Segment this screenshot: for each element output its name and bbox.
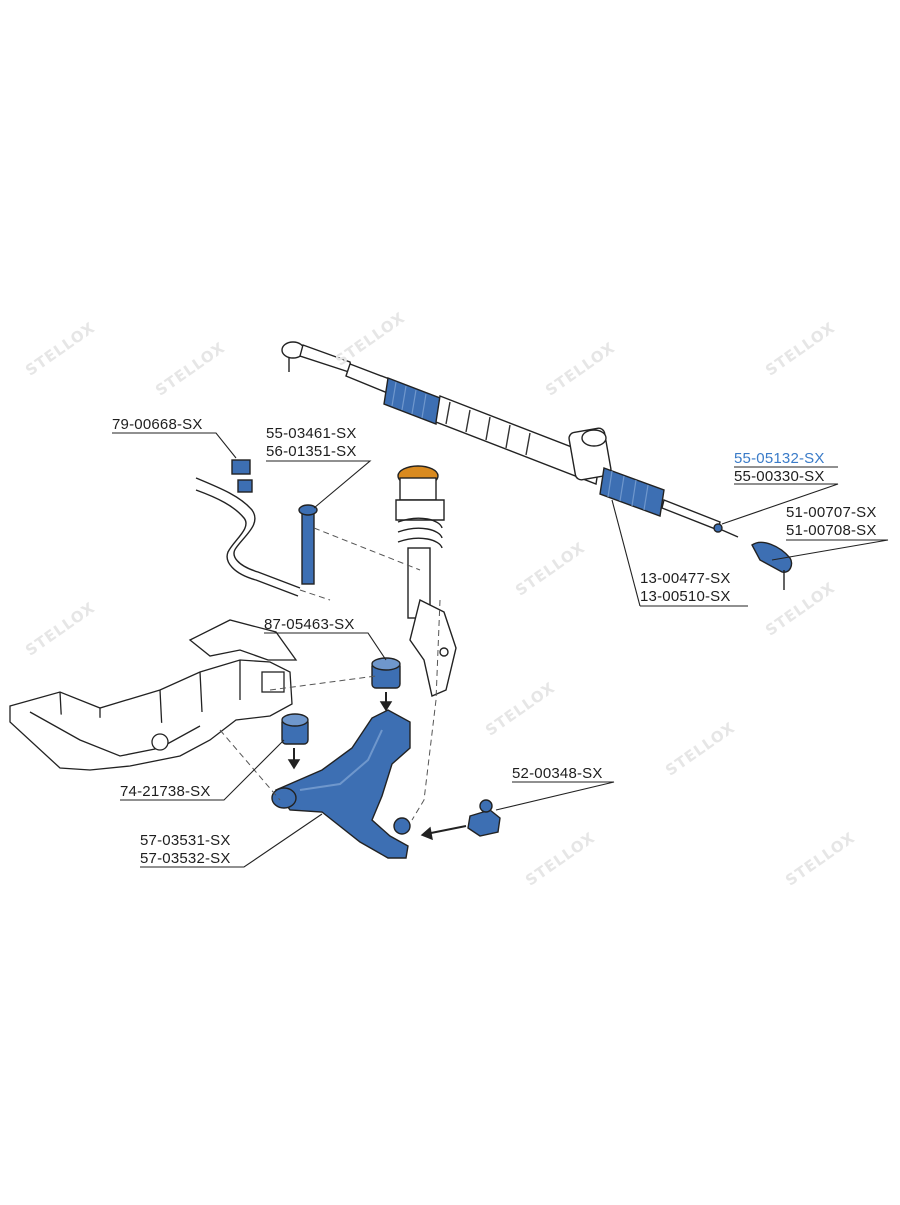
label-control-arm-a: 57-03531-SX (140, 832, 231, 849)
strut-assembly (395, 465, 457, 697)
stabilizer-bar (195, 459, 301, 597)
label-link-b: 56-01351-SX (266, 443, 357, 460)
label-control-arm-b: 57-03532-SX (140, 850, 231, 867)
right-rack-boot (599, 467, 665, 517)
label-tie-end-a: 51-00707-SX (786, 504, 877, 521)
ball-joint (420, 799, 501, 841)
label-tie-end-b: 51-00708-SX (786, 522, 877, 539)
label-boot-b: 13-00510-SX (640, 588, 731, 605)
label-tie-rod-b: 55-00330-SX (734, 468, 825, 485)
label-arm-bushing-rear: 87-05463-SX (264, 616, 355, 633)
subframe (9, 619, 298, 771)
label-tie-rod-a: 55-05132-SX (734, 450, 825, 467)
label-link-a: 55-03461-SX (266, 425, 357, 442)
arm-bushings (281, 657, 401, 770)
dashed-lines (219, 527, 441, 821)
label-boot-a: 13-00477-SX (640, 570, 731, 587)
label-arm-bushing-front: 74-21738-SX (120, 783, 211, 800)
stab-bushing (231, 459, 251, 475)
label-stab-bushing: 79-00668-SX (112, 416, 203, 433)
label-ball-joint: 52-00348-SX (512, 765, 603, 782)
steering-rack (281, 341, 793, 590)
stabilizer-link (298, 504, 318, 585)
control-arm (271, 709, 411, 859)
leader-lines (112, 432, 889, 868)
left-rack-boot (383, 377, 441, 425)
